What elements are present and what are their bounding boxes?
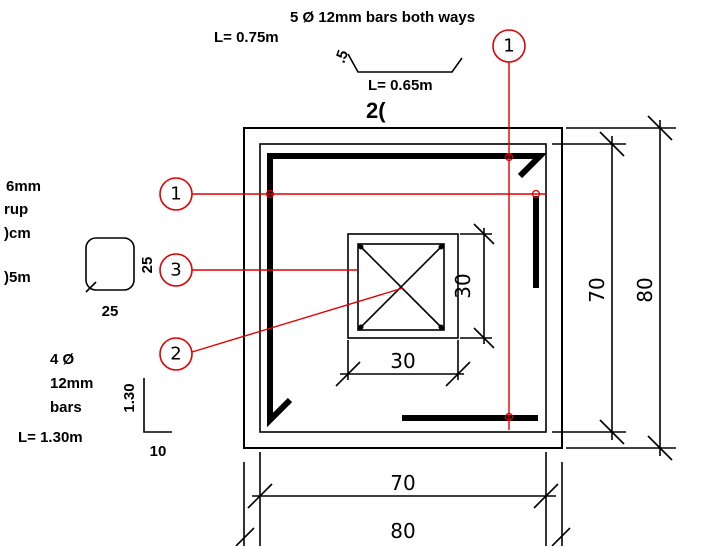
stirrup-shape	[85, 237, 135, 293]
column-width-dim: 30	[390, 349, 415, 373]
callout-bubble-3: 3	[159, 253, 193, 287]
bars-length-label: L= 1.30m	[18, 429, 83, 446]
footing-outline	[243, 127, 563, 449]
column-section	[347, 233, 459, 339]
stirrup-text-3: )cm	[4, 225, 31, 242]
footing-dim-vertical	[552, 115, 676, 461]
footing-dim-horizontal	[235, 452, 571, 546]
top-bend-label: .5	[332, 48, 352, 66]
callout-top-number: 1	[503, 36, 514, 57]
stirrup-text-1: 6mm	[6, 178, 41, 195]
bars-dim-vert: 1.30	[121, 383, 138, 412]
stirrup-dim-side: 25	[139, 257, 156, 274]
partial-label: 2(	[366, 98, 386, 123]
column-bar-shape	[143, 378, 172, 433]
callout-bubble-2: 2	[159, 337, 193, 371]
callout-bubble-top: 1	[492, 29, 526, 63]
footing-inner-height-dim: 70	[585, 277, 609, 302]
footing-outer-width-dim: 80	[390, 519, 415, 543]
footing-outer-height-dim: 80	[633, 277, 657, 302]
stirrup-text-4: )5m	[4, 269, 31, 286]
column-dim-horizontal	[335, 340, 471, 387]
column-height-dim: 30	[451, 273, 475, 298]
callout-3-number: 3	[170, 260, 181, 281]
callout-left1-number: 1	[170, 184, 181, 205]
callout-2-number: 2	[170, 344, 181, 365]
top-length2-label: L= 0.65m	[368, 77, 433, 94]
callout-bubble-left-1: 1	[159, 177, 193, 211]
top-bar-shape	[347, 53, 463, 73]
column-dim-vertical	[460, 223, 495, 349]
stirrup-text-2: rup	[4, 201, 28, 218]
bars-text-1: 4 Ø	[50, 351, 75, 368]
footing-bars	[267, 153, 548, 428]
top-length-label: L= 0.75m	[214, 29, 279, 46]
footing-inner-width-dim: 70	[390, 471, 415, 495]
top-bars-label: 5 Ø 12mm bars both ways	[290, 9, 475, 26]
callout-leader-lines	[191, 60, 546, 430]
bars-dim-horiz: 10	[150, 443, 167, 460]
stirrup-dim-bottom: 25	[102, 303, 119, 320]
bars-text-3: bars	[50, 399, 82, 416]
bars-text-2: 12mm	[50, 375, 93, 392]
